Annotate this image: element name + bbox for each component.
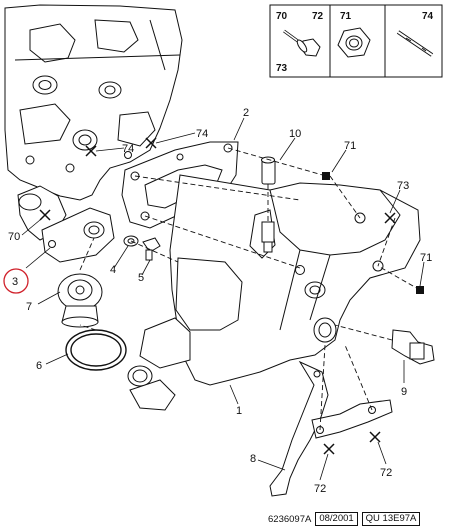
- callout-74-b: 74: [122, 143, 134, 155]
- callout-10: 10: [289, 128, 301, 140]
- legend-label-73: 73: [276, 63, 288, 74]
- nut-marker-71-a: [322, 172, 330, 180]
- callout-4: 4: [110, 264, 116, 276]
- callout-9: 9: [401, 386, 407, 398]
- water-outlet-elbow: [17, 185, 115, 263]
- callout-71-b: 71: [420, 252, 432, 264]
- bolt-marker-70: [39, 209, 51, 221]
- bolt-marker-73: [384, 212, 396, 224]
- thermostat: [57, 273, 103, 328]
- legend-frame: [269, 4, 443, 78]
- legend-label-71: 71: [340, 11, 352, 22]
- legend-label-70: 70: [276, 11, 288, 22]
- callout-71-a: 71: [344, 140, 356, 152]
- threaded-stud-icon: [396, 30, 434, 57]
- bolt-marker-72-a: [323, 443, 335, 455]
- callout-8: 8: [250, 453, 256, 465]
- drawing-reference-footer: 6236097A 08/2001 QU 13E97A: [268, 512, 421, 526]
- callout-5: 5: [138, 272, 144, 284]
- fastener-markers: [39, 137, 396, 455]
- legend-label-74: 74: [422, 11, 434, 22]
- o-ring-seal: [65, 329, 127, 371]
- coolant-sensor: [391, 329, 435, 365]
- callout-1: 1: [236, 405, 242, 417]
- stud-marker-74-b: [85, 145, 97, 157]
- callout-70: 70: [8, 231, 20, 243]
- hex-nut-icon: [337, 27, 371, 58]
- stud-marker-74-a: [145, 137, 157, 149]
- drawing-date: 08/2001: [315, 512, 358, 526]
- drawing-ref: QU 13E97A: [361, 512, 421, 526]
- callout-6: 6: [36, 360, 42, 372]
- callout-7: 7: [26, 301, 32, 313]
- callout-73: 73: [397, 180, 409, 192]
- callout-leaders: [21, 117, 425, 481]
- callout-2: 2: [243, 107, 249, 119]
- support-bracket: [269, 360, 393, 497]
- engine-block: [4, 4, 183, 201]
- assembly-guide-lines: [79, 147, 421, 431]
- legend-label-72: 72: [312, 11, 324, 22]
- callout-72-a: 72: [314, 483, 326, 495]
- fastener-legend: [269, 4, 443, 78]
- callout-74-a: 74: [196, 128, 208, 140]
- temperature-sender: [261, 156, 276, 253]
- bleed-screw: [142, 237, 161, 261]
- drawing-code: 6236097A: [268, 513, 312, 525]
- callout-72-b: 72: [380, 467, 392, 479]
- highlight-circle: [3, 268, 29, 294]
- outlet-housing: [127, 174, 421, 411]
- bolt-marker-72-b: [369, 431, 381, 443]
- flange-bolt-icon: [283, 29, 321, 57]
- callout-3: 3: [12, 276, 18, 288]
